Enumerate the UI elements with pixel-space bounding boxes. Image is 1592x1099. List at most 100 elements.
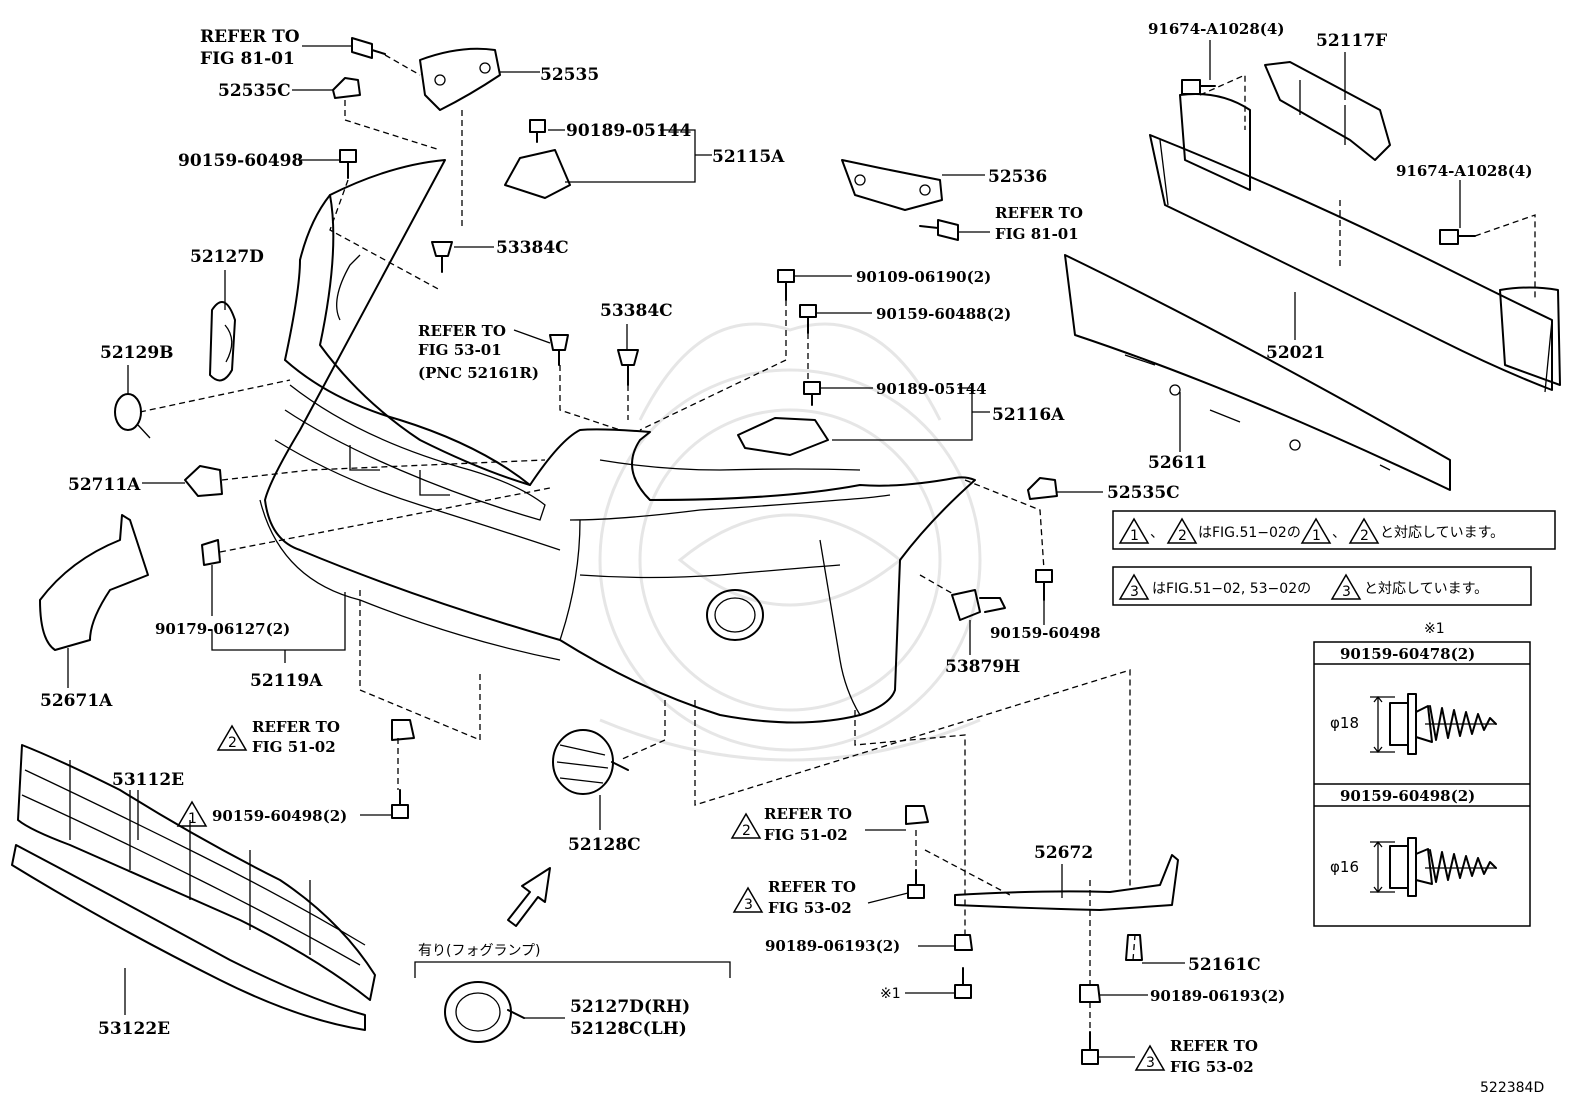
svg-text:1: 1 [1130, 528, 1139, 544]
detail-bolt-b-diameter: φ16 [1330, 858, 1359, 876]
support-52117f[interactable] [1264, 61, 1391, 161]
label-53112e: 53112E [112, 770, 184, 790]
bolt-a-drawing [1370, 693, 1497, 755]
leader-lines [67, 40, 1461, 1058]
label-fig-51-02-left: FIG 51-02 [252, 738, 336, 756]
bolts-90109-90159[interactable] [777, 269, 821, 406]
triangle-1-left: 1 [176, 800, 208, 827]
label-90189-05144-top: 90189-05144 [566, 121, 692, 141]
bolts-91674[interactable] [1181, 79, 1476, 245]
bracket-52116a[interactable] [737, 417, 829, 456]
label-refer-to-7: REFER TO [1170, 1037, 1258, 1055]
label-pnc-52161r: (PNC 52161R) [418, 364, 539, 382]
label-52116a: 52116A [992, 405, 1065, 425]
svg-text:はFIG.51−02, 53−02の: はFIG.51−02, 53−02の [1152, 581, 1311, 597]
label-fig-81-01-right: FIG 81-01 [995, 225, 1079, 243]
svg-text:2: 2 [742, 823, 751, 839]
label-53879h: 53879H [945, 657, 1020, 677]
label-90189-06193-b: 90189-06193(2) [1150, 987, 1285, 1005]
absorber-52611[interactable] [1064, 254, 1451, 491]
clip-52161c[interactable] [1125, 934, 1143, 961]
label-fig-53-02-bottom: FIG 53-02 [1170, 1058, 1254, 1076]
label-52711a: 52711A [68, 475, 141, 495]
label-52535c-right: 52535C [1107, 483, 1180, 503]
triangle-markers: 2 1 2 3 3 [176, 724, 1166, 1071]
clip-53384c-left[interactable] [431, 241, 453, 273]
label-52535c-top: 52535C [218, 81, 291, 101]
detail-heading: ※1 [1424, 621, 1445, 637]
svg-text:2: 2 [1360, 528, 1369, 544]
bracket-52535[interactable] [419, 47, 501, 111]
label-52119a: 52119A [250, 671, 323, 691]
label-fig-53-01: FIG 53-01 [418, 341, 502, 359]
screw-refer-81-01-right[interactable] [919, 219, 959, 241]
label-90189-05144-mid: 90189-05144 [876, 380, 987, 398]
retainer-52711a[interactable] [184, 465, 223, 497]
bolt-b-drawing [1370, 837, 1497, 897]
lower-molding-53122e[interactable] [11, 844, 366, 1031]
label-refer-to-2: REFER TO [418, 322, 506, 340]
label-53384c-left: 53384C [496, 238, 569, 258]
svg-text:はFIG.51−02の: はFIG.51−02の [1198, 525, 1301, 541]
label-fog-heading: 有り(フォグランプ) [418, 943, 541, 959]
label-52672: 52672 [1034, 843, 1093, 863]
triangle-3-mid: 3 [732, 886, 764, 913]
label-fig-81-01-left: FIG 81-01 [200, 49, 295, 69]
label-52611: 52611 [1148, 453, 1207, 473]
diagram-code: 522384D [1480, 1080, 1544, 1096]
note-box-2: 3 はFIG.51−02, 53−02の 3 と対応しています。 [1112, 566, 1532, 606]
svg-text:、: 、 [1332, 525, 1346, 541]
fog-bezel-set[interactable] [444, 981, 525, 1043]
cover-52127d[interactable] [209, 301, 236, 382]
label-refer-to-4: REFER TO [252, 718, 340, 736]
label-53122e: 53122E [98, 1019, 170, 1039]
label-refer-to-5: REFER TO [764, 805, 852, 823]
label-52129b: 52129B [100, 343, 174, 363]
label-52115a: 52115A [712, 147, 785, 167]
svg-text:、: 、 [1150, 525, 1164, 541]
clip-53384c-mid[interactable] [617, 349, 639, 386]
clip-52535c-right[interactable] [1027, 477, 1058, 500]
bracket-52536[interactable] [841, 159, 943, 211]
clip-refer-53-01[interactable] [549, 334, 569, 366]
label-90189-06193-a: 90189-06193(2) [765, 937, 900, 955]
screws-lower[interactable] [391, 719, 1101, 1065]
clip-90179-06127[interactable] [201, 539, 221, 566]
moulding-52672[interactable] [954, 854, 1179, 911]
svg-text:1: 1 [1312, 528, 1321, 544]
label-90109-06190: 90109-06190(2) [856, 268, 991, 286]
label-fig-53-02-mid: FIG 53-02 [768, 899, 852, 917]
label-refer-to-3: REFER TO [995, 204, 1083, 222]
svg-text:3: 3 [744, 897, 753, 913]
label-refer-to-1: REFER TO [200, 27, 300, 47]
bracket-52115a[interactable] [504, 119, 571, 199]
svg-text:と対応しています。: と対応しています。 [1364, 581, 1488, 597]
label-91674-a1028-right: 91674-A1028(4) [1396, 162, 1532, 180]
screw-90159-60498-top[interactable] [339, 149, 357, 179]
label-90159-60488: 90159-60488(2) [876, 305, 1011, 323]
label-refer-to-6: REFER TO [768, 878, 856, 896]
note-box-1: 1 、 2 はFIG.51−02の 1 、 2 と対応しています。 [1112, 510, 1556, 550]
svg-text:と対応しています。: と対応しています。 [1380, 525, 1504, 541]
label-fig-51-02-mid: FIG 51-02 [764, 826, 848, 844]
label-52536: 52536 [988, 167, 1047, 187]
clip-52535c-top[interactable] [332, 77, 361, 99]
part-labels: REFER TO FIG 81-01 52535 52535C 90159-60… [40, 20, 1544, 1096]
fog-bezel-52128c[interactable] [552, 729, 629, 795]
reinforcement-52021[interactable] [1149, 93, 1561, 393]
retainer-52671a[interactable] [39, 514, 149, 651]
label-52127d-rh: 52127D(RH) [570, 997, 690, 1017]
triangle-3-bottom: 3 [1134, 1044, 1166, 1071]
svg-text:3: 3 [1342, 584, 1351, 600]
screw-90159-60498-right[interactable] [1035, 569, 1053, 601]
label-52117f: 52117F [1316, 31, 1387, 51]
lower-grille-53112e[interactable] [17, 744, 376, 1001]
svg-text:3: 3 [1130, 584, 1139, 600]
label-90159-60498-top: 90159-60498 [178, 151, 303, 171]
label-90159-60498-2: 90159-60498(2) [212, 807, 347, 825]
cap-52129b[interactable] [114, 393, 151, 439]
sensor-53879h[interactable] [951, 589, 1006, 621]
screw-refer-81-01[interactable] [351, 37, 386, 59]
detail-box: ※1 90159-60478(2) 90159-60498(2) φ18 φ16 [1313, 621, 1531, 927]
